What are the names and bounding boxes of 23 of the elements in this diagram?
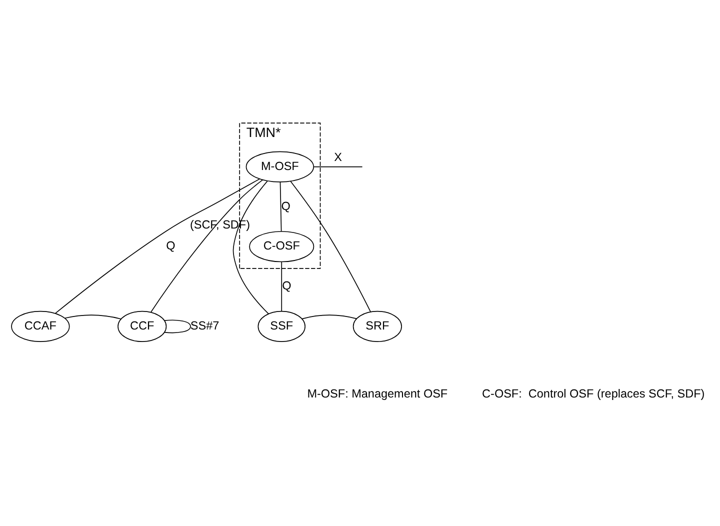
connector <box>302 314 357 320</box>
node-ellipse: CCAF <box>11 310 70 342</box>
connector <box>164 320 191 334</box>
connector <box>150 179 264 312</box>
connector <box>281 261 282 312</box>
connector <box>54 178 260 314</box>
node-ellipse: M-OSF <box>246 151 314 182</box>
connector <box>232 180 269 314</box>
node-ellipse: C-OSF <box>249 231 314 262</box>
node-ellipse: SRF <box>352 310 402 342</box>
edge-label: Q <box>281 200 290 213</box>
connector <box>280 182 282 232</box>
edge-label: Q <box>282 280 292 293</box>
node-ellipse: SSF <box>258 310 306 342</box>
connector <box>290 180 372 312</box>
connector <box>64 314 122 320</box>
edge-label: X <box>334 151 342 164</box>
label: C-OSF: Control OSF (replaces SCF, SDF) <box>482 388 705 401</box>
connector <box>314 166 363 168</box>
node-ellipse: CCF <box>118 310 167 342</box>
edge-label: Q <box>166 240 176 253</box>
label: M-OSF: Management OSF <box>307 388 448 401</box>
edge-label: SS#7 <box>190 320 220 333</box>
